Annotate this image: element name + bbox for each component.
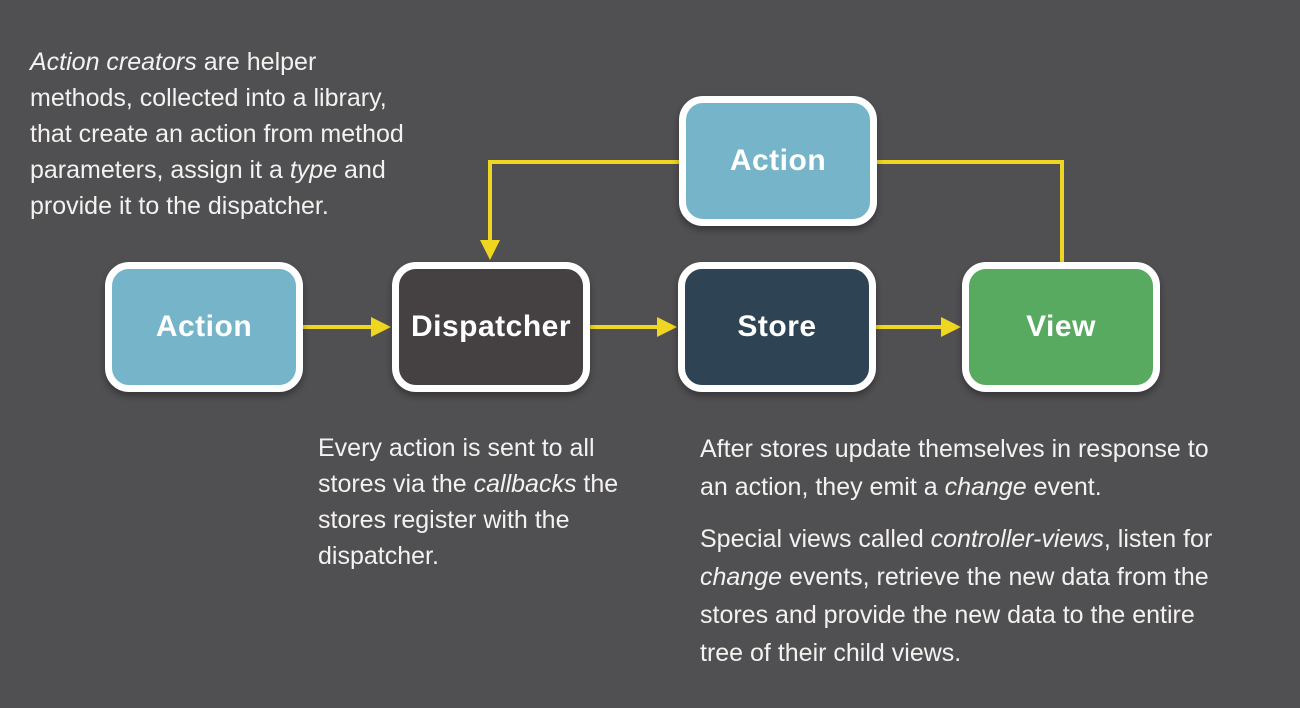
node-action-left: Action [105,262,303,392]
node-action-left-label: Action [155,310,253,343]
node-action-top: Action [679,96,877,226]
note-store-paragraph-1: After stores update themselves in respon… [700,435,1209,501]
arrowhead-down-into-dispatcher-icon [480,240,500,260]
node-action-top-label: Action [729,144,827,177]
node-store: Store [678,262,876,392]
wire-view-to-action [876,160,1064,264]
arrowhead-into-dispatcher-icon [371,317,391,337]
note-store-paragraph-2: Special views called controller-views, l… [700,525,1213,667]
arrowhead-into-store-icon [657,317,677,337]
node-store-label: Store [737,310,817,343]
arrowhead-into-view-icon [941,317,961,337]
node-view: View [962,262,1160,392]
wire-action-to-dispatcher [488,160,679,242]
node-view-label: View [1026,310,1096,343]
node-dispatcher: Dispatcher [392,262,590,392]
node-dispatcher-label: Dispatcher [410,310,572,343]
note-store: After stores update themselves in respon… [700,430,1275,686]
